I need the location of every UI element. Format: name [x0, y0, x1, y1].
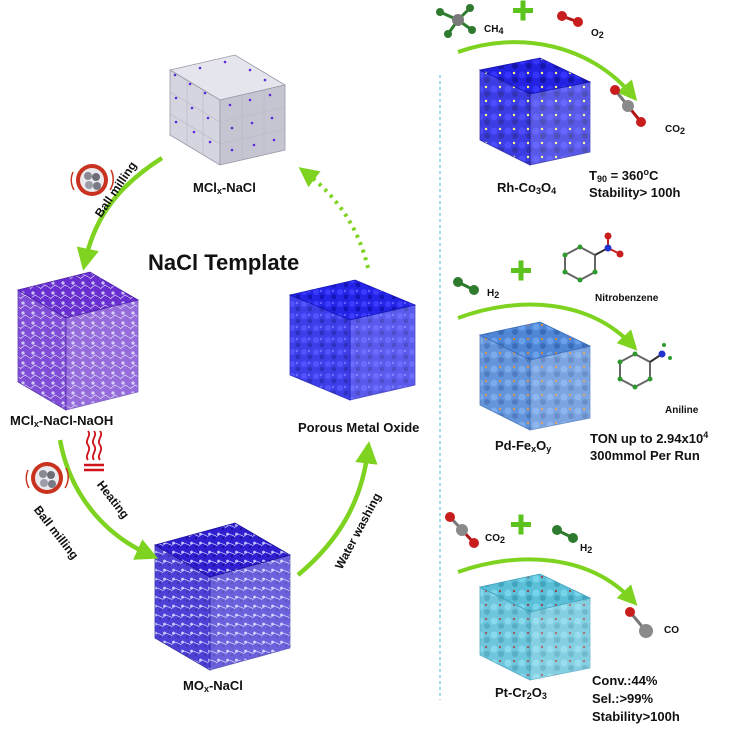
r2-per-run-line: 300mmol Per Run	[590, 448, 700, 463]
h2-molecule-icon-r2	[453, 277, 479, 295]
h2-molecule-icon-r3	[552, 525, 578, 543]
arrow-ball-milling-bottom	[57, 439, 159, 560]
r3-selectivity-line: Sel.:>99%	[592, 691, 654, 706]
nitrobenzene-molecule-icon	[562, 232, 624, 283]
arrow-ball-milling-top	[76, 156, 164, 271]
ch4-molecule-icon	[436, 4, 476, 38]
r3-conversion-line: Conv.:44%	[592, 673, 658, 688]
label-mclx-nacl-naoh: MClx-NaCl-NaOH	[10, 413, 114, 429]
heating-icon	[84, 430, 104, 472]
r1-reactant2-label: O2	[591, 28, 604, 40]
plus-icon-r1	[513, 0, 533, 21]
r3-catalyst-label: Pt-Cr2O3	[495, 685, 547, 701]
arrow-recycle-dotted	[298, 167, 370, 269]
label-mclx-nacl: MClx-NaCl	[193, 180, 256, 196]
r1-catalyst-label: Rh-Co3O4	[497, 180, 557, 196]
r2-product-label: Aniline	[665, 405, 699, 416]
cube-porous-metal-oxide	[288, 279, 417, 401]
co2-molecule-icon-r1	[610, 85, 646, 127]
cube-pt-cr2o3	[478, 573, 592, 681]
center-title: NaCl Template	[148, 250, 300, 275]
co-molecule-icon	[625, 607, 653, 638]
r1-reactant1-label: CH4	[484, 24, 504, 36]
r1-t90-line: T90 = 360oC	[589, 167, 659, 184]
lattice-cube-mclx-nacl	[168, 54, 287, 166]
ball-mill-icon-top	[70, 164, 114, 196]
ball-mill-icon-bottom	[25, 462, 69, 494]
arrow-reaction-2	[457, 302, 638, 351]
cube-mox-nacl	[153, 522, 292, 671]
cube-pd-fexoy	[478, 321, 592, 431]
o2-molecule-icon	[557, 11, 583, 27]
plus-icon-r2	[511, 260, 531, 281]
arrow-reaction-3	[457, 557, 638, 606]
r1-product-label: CO2	[665, 124, 686, 136]
cube-mclx-nacl-naoh	[16, 271, 140, 411]
co2-molecule-icon-r3	[445, 512, 479, 548]
r2-ton-line: TON up to 2.94x104	[590, 430, 709, 446]
r1-stability-line: Stability> 100h	[589, 185, 681, 200]
r3-product-label: CO	[664, 625, 679, 636]
r2-reactant1-label: H2	[487, 288, 500, 300]
plus-icon-r3	[511, 514, 531, 535]
cube-rh-co3o4	[478, 57, 592, 166]
r3-stability-line: Stability>100h	[592, 709, 680, 724]
label-mox-nacl: MOx-NaCl	[183, 678, 243, 694]
r3-reactant1-label: CO2	[485, 533, 506, 545]
r2-reactant2-label: Nitrobenzene	[595, 293, 659, 304]
arrow-water-washing	[296, 441, 378, 577]
aniline-molecule-icon	[617, 343, 672, 390]
r3-reactant2-label: H2	[580, 543, 593, 555]
label-porous-metal-oxide: Porous Metal Oxide	[298, 420, 420, 435]
r2-catalyst-label: Pd-FexOy	[495, 438, 552, 454]
arrow-reaction-1	[457, 40, 638, 102]
